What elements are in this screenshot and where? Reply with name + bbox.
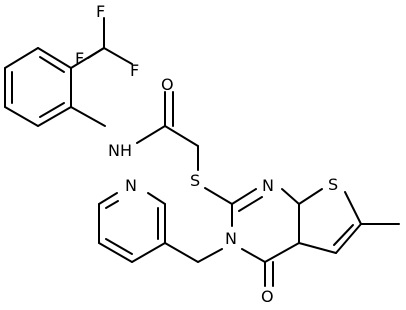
- atom-label-nitrogen: N: [225, 229, 237, 248]
- atom-label-nh: NH: [108, 141, 132, 160]
- atom-labels: F F F O NH S N S N N O: [75, 2, 338, 306]
- atom-label-fluorine: F: [130, 61, 139, 80]
- atom-label-fluorine: F: [96, 2, 105, 21]
- atom-label-oxygen: O: [261, 287, 274, 306]
- atom-label-sulfur: S: [328, 175, 338, 194]
- bonds: [4, 17, 400, 287]
- atom-label-nitrogen: N: [262, 176, 274, 195]
- atom-label-nitrogen: N: [125, 176, 137, 195]
- atom-label-sulfur: S: [190, 171, 200, 190]
- atom-label-fluorine: F: [75, 49, 84, 68]
- atom-label-oxygen: O: [161, 75, 174, 94]
